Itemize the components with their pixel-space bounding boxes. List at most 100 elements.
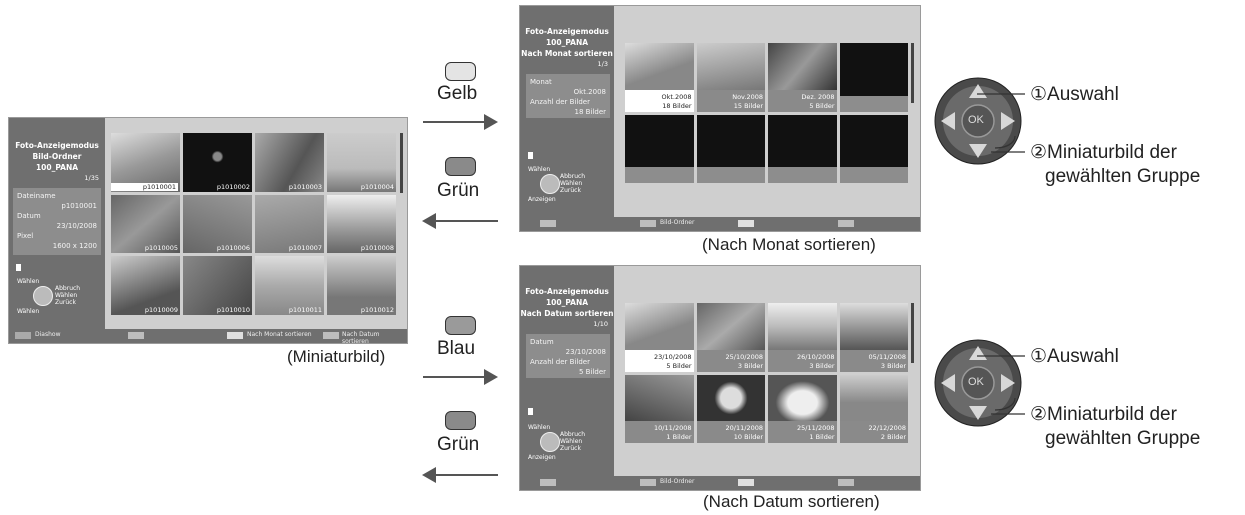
arrow-right-bottom (423, 376, 489, 378)
nav-cancel: Abbruch (560, 431, 586, 438)
thumbnail-caption: p1010009 (144, 306, 178, 314)
nav-back: Zurück (560, 187, 581, 194)
nav-label: Wählen (17, 278, 40, 285)
thumbnail-cell[interactable]: p1010012 (327, 256, 396, 315)
date-cell-label: 25/10/2008 (725, 352, 763, 361)
thumbnail-scrollbar[interactable] (400, 133, 403, 193)
green-button-icon (445, 411, 476, 430)
blue-button-icon (445, 316, 476, 335)
leader-lines-icon (977, 355, 1025, 415)
sidebar-title: Foto-Anzeigemodus (525, 287, 609, 296)
blue-button-label: Blau (437, 338, 476, 359)
thumbnail-info-box: Dateiname p1010001 Datum 23/10/2008 Pixe… (13, 188, 101, 255)
pixel-value: 1600 x 1200 (52, 242, 97, 250)
red-key-icon (540, 479, 556, 486)
arrow-head-right-icon (484, 114, 498, 130)
sidebar-folder-name: 100_PANA (35, 163, 79, 172)
sidebar-folder-name: 100_PANA (545, 298, 589, 307)
sidebar-sort-mode: Nach Monat sortieren (521, 49, 613, 58)
thumbnail-caption: p1010007 (288, 244, 322, 253)
date-sidebar: Foto-Anzeigemodus 100_PANA Nach Datum so… (520, 266, 614, 490)
thumbnail-caption: p1010006 (216, 244, 250, 253)
arrow-left-top (432, 220, 498, 222)
month-cell-label: Dez. 2008 (801, 92, 835, 101)
sidebar-folder: Bild-Ordner (32, 152, 82, 161)
date-cell-count: 2 Bilder (880, 433, 906, 441)
nav-choose: Wählen (17, 308, 40, 315)
yellow-button-icon (445, 62, 476, 81)
thumbnail-cell[interactable]: p1010010 (183, 256, 252, 315)
sidebar-folder-name: 100_PANA (545, 38, 589, 47)
thumbnail-cell[interactable]: p1010009 (111, 256, 180, 315)
thumbnail-grid: p1010001 p1010002 p1010003 p1010004 p101… (111, 133, 396, 315)
month-cell-count: 15 Bilder (733, 101, 763, 110)
date-value: 23/10/2008 (56, 222, 97, 230)
thumbnail-cell[interactable]: p1010001 (111, 133, 180, 192)
sort-date-label: Nach Datum sortieren (342, 331, 380, 345)
thumbnail-cell[interactable]: p1010011 (255, 256, 324, 315)
sidebar-page: 1/3 (597, 60, 608, 68)
filename-label: Dateiname (17, 192, 56, 200)
arrow-head-right-icon (484, 369, 498, 385)
thumbnail-caption: p1010008 (360, 244, 394, 253)
leader-lines-icon (977, 93, 1025, 153)
count-label: Anzahl der Bilder (530, 98, 590, 106)
ok-label: OK (968, 376, 984, 388)
green-key-icon (640, 220, 656, 227)
yellow-key-icon (227, 332, 243, 339)
date-value: 23/10/2008 (565, 348, 606, 356)
thumbnail-cell[interactable]: p1010007 (255, 194, 324, 254)
thumbnail-cell[interactable]: p1010004 (327, 133, 396, 192)
date-scrollbar[interactable] (911, 303, 914, 363)
nav-show: Anzeigen (528, 454, 556, 461)
slideshow-label: Diashow (35, 331, 61, 338)
dpad-remote-icon (934, 77, 1022, 165)
month-sidebar: Foto-Anzeigemodus 100_PANA Nach Monat so… (520, 6, 614, 231)
date-nav-help: Wählen Abbruch Wählen Zurück Anzeigen (528, 424, 612, 464)
thumbnail-cell[interactable]: p1010005 (111, 194, 180, 254)
thumbnail-caption: p1010010 (216, 306, 250, 314)
remote-thumbnail-label: ②Miniaturbild der (1030, 404, 1177, 425)
date-cell-label: 10/11/2008 (654, 424, 692, 432)
nav-cancel: Abbruch (560, 173, 586, 180)
month-cell-empty (839, 43, 908, 112)
thumbnail-cell[interactable]: p1010006 (183, 194, 252, 254)
date-cell-label: 20/11/2008 (725, 424, 763, 432)
thumbnail-cell[interactable]: p1010008 (327, 194, 396, 254)
nav-show: Anzeigen (528, 196, 556, 203)
dpad-remote-icon (934, 339, 1022, 427)
month-nav-help: Wählen Abbruch Wählen Zurück Anzeigen (528, 166, 612, 206)
month-cell-empty (839, 114, 908, 183)
date-cell-count: 3 Bilder (737, 361, 763, 370)
thumbnail-bottom-bar: Diashow Nach Monat sortieren Nach Datum … (9, 329, 407, 345)
pixel-label: Pixel (17, 232, 34, 240)
count-label: Anzahl der Bilder (530, 358, 590, 366)
arrow-head-left-icon (422, 213, 436, 229)
remote-select-label: ①Auswahl (1030, 346, 1119, 367)
filename-value: p1010001 (61, 202, 97, 210)
folder-label: Bild-Ordner (660, 219, 695, 226)
thumbnail-cell[interactable]: p1010003 (255, 133, 324, 192)
sidebar-page: 1/10 (593, 320, 608, 328)
month-info-box: Monat Okt.2008 Anzahl der Bilder 18 Bild… (526, 74, 610, 118)
month-scrollbar[interactable] (911, 43, 914, 103)
date-cell-count: 3 Bilder (809, 361, 835, 370)
remote-group-label: gewählten Gruppe (1045, 166, 1201, 187)
thumbnail-caption: p1010011 (288, 306, 322, 314)
green-key-icon (128, 332, 144, 339)
blue-key-icon (838, 220, 854, 227)
thumbnail-cell[interactable]: p1010002 (183, 133, 252, 192)
month-cell-count: 18 Bilder (662, 101, 692, 110)
date-cell-label: 25/11/2008 (797, 424, 835, 432)
